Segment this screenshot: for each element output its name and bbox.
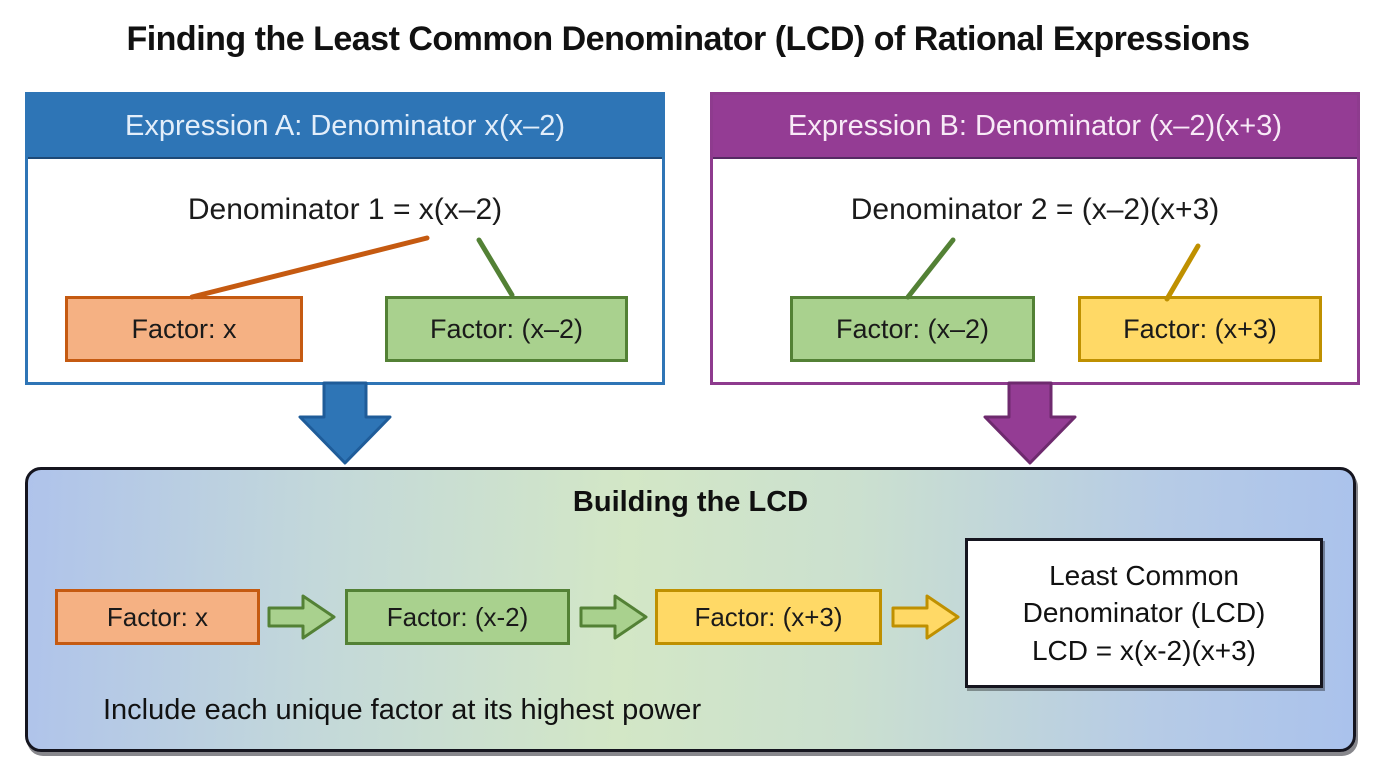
lcd-note: Include each unique factor at its highes… xyxy=(103,694,702,726)
expression-b-denominator: Denominator 2 = (x–2)(x+3) xyxy=(850,193,1220,226)
chain-factor-x-plus-3: Factor: (x+3) xyxy=(655,589,882,645)
down-arrow-icon-a xyxy=(298,381,392,465)
lcd-result-box: Least Common Denominator (LCD) LCD = x(x… xyxy=(965,538,1323,688)
factor-box-x: Factor: x xyxy=(65,296,303,362)
lcd-result-line-2: Denominator (LCD) xyxy=(1022,597,1266,629)
arrow-right-icon xyxy=(579,594,648,640)
factor-box-x-minus-2: Factor: (x–2) xyxy=(385,296,628,362)
expression-a-header: Expression A: Denominator x(x–2) xyxy=(28,95,662,159)
expression-a-panel: Expression A: Denominator x(x–2) Denomin… xyxy=(25,92,665,385)
expression-a-denominator: Denominator 1 = x(x–2) xyxy=(187,193,503,226)
factor-box-x-minus-2-b: Factor: (x–2) xyxy=(790,296,1035,362)
factor-box-x-plus-3: Factor: (x+3) xyxy=(1078,296,1322,362)
building-lcd-panel: Building the LCD Factor: x Factor: (x-2)… xyxy=(25,467,1356,752)
down-arrow-icon-b xyxy=(983,381,1077,465)
arrow-right-icon xyxy=(891,594,960,640)
arrow-right-icon xyxy=(267,594,336,640)
expression-b-panel: Expression B: Denominator (x–2)(x+3) Den… xyxy=(710,92,1360,385)
lcd-result-line-3: LCD = x(x-2)(x+3) xyxy=(1031,634,1257,666)
lcd-section-title: Building the LCD xyxy=(572,486,809,518)
expression-b-header: Expression B: Denominator (x–2)(x+3) xyxy=(713,95,1357,159)
chain-factor-x: Factor: x xyxy=(55,589,260,645)
lcd-result-line-1: Least Common xyxy=(1049,560,1239,592)
chain-factor-x-minus-2: Factor: (x-2) xyxy=(345,589,570,645)
page-title: Finding the Least Common Denominator (LC… xyxy=(126,20,1250,58)
